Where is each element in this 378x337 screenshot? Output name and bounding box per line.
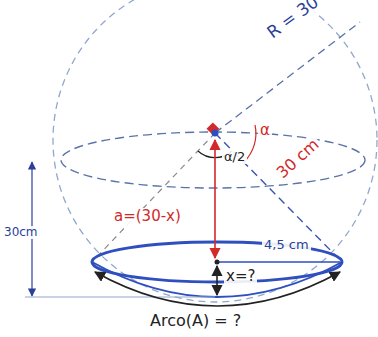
angle-label: α/2 xyxy=(222,150,247,164)
dimension-arrow xyxy=(214,140,216,258)
dimension-label: 4,5 cm xyxy=(262,238,311,252)
dimension-label: 30cm xyxy=(2,226,40,239)
radius-label: R = 30 cm xyxy=(262,0,349,43)
dimension-label: x=? xyxy=(224,268,257,285)
angle-label: α xyxy=(258,122,272,139)
arc-label: Arco(A) = ? xyxy=(148,312,243,330)
arc-arrow xyxy=(95,272,340,306)
center-point xyxy=(212,130,219,137)
dimension-label: a=(30-x) xyxy=(112,208,183,225)
sphere-outline xyxy=(53,0,377,302)
base-line xyxy=(25,297,215,298)
center-point xyxy=(215,260,220,265)
dimension-arrow xyxy=(216,266,218,295)
cap-bowl xyxy=(92,262,342,297)
radius-line xyxy=(215,22,360,133)
rim-radius xyxy=(217,261,340,263)
equator-ellipse xyxy=(61,132,365,188)
length-label: 30 cm xyxy=(272,134,324,183)
